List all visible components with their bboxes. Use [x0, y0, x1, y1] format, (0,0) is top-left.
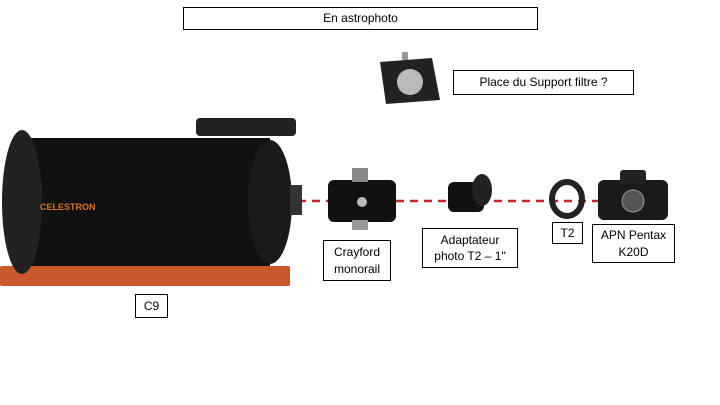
crayford-image: [328, 168, 396, 230]
telescope-brand: CELESTRON: [40, 202, 96, 212]
telescope-label: C9: [135, 294, 168, 318]
t2-ring-image: [549, 179, 585, 219]
filter-holder-image: [380, 52, 440, 104]
filter-question-box: Place du Support filtre ?: [453, 70, 634, 95]
camera-label: APN Pentax K20D: [592, 224, 675, 263]
camera-image: [598, 170, 668, 220]
title-box: En astrophoto: [183, 7, 538, 30]
t2-label: T2: [552, 222, 583, 244]
crayford-label: Crayford monorail: [323, 240, 391, 281]
adapter-label: Adaptateur photo T2 – 1": [422, 228, 518, 268]
t2-adapter-image: [448, 174, 492, 212]
telescope-image: CELESTRON: [0, 118, 302, 286]
